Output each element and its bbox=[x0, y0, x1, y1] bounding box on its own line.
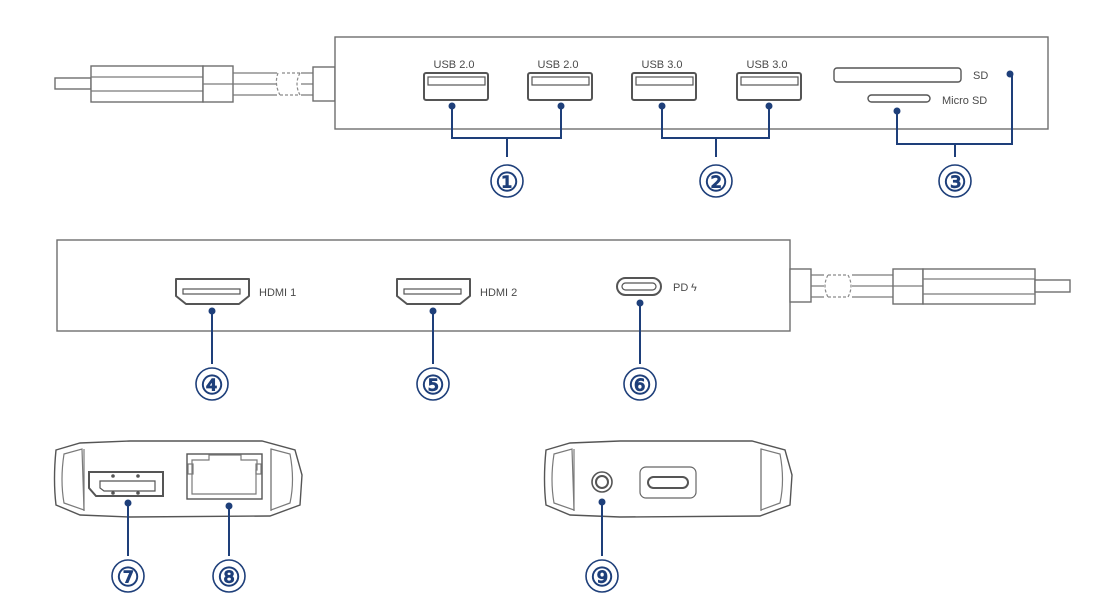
usb-c-pd-port: PD ϟ bbox=[616, 277, 697, 296]
usb-2-port-2: USB 2.0 bbox=[527, 59, 593, 101]
port-label: USB 3.0 bbox=[747, 59, 788, 71]
audio-jack-port bbox=[591, 471, 613, 493]
callout-4: ④ bbox=[195, 307, 229, 401]
usb-c-port bbox=[639, 466, 697, 499]
port-label: HDMI 1 bbox=[259, 287, 296, 299]
callout-label-4: ④ bbox=[200, 370, 223, 400]
usb-c-cable-top bbox=[54, 65, 336, 103]
callout-label-1: ① bbox=[495, 167, 518, 197]
end-view-left bbox=[53, 440, 303, 518]
callout-7: ⑦ bbox=[111, 499, 145, 593]
displayport-port bbox=[88, 471, 164, 497]
micro-sd-card-slot: Micro SD bbox=[867, 94, 987, 107]
usb-3-port-1: USB 3.0 bbox=[631, 59, 697, 101]
callout-5: ⑤ bbox=[416, 307, 450, 401]
cable-break-mark bbox=[275, 72, 301, 96]
port-label: USB 2.0 bbox=[538, 59, 579, 71]
callout-9: ⑨ bbox=[585, 498, 619, 593]
callout-8: ⑧ bbox=[212, 502, 246, 593]
port-label: HDMI 2 bbox=[480, 287, 517, 299]
ethernet-port bbox=[186, 453, 263, 500]
callout-label-3: ③ bbox=[943, 167, 966, 197]
port-label: USB 2.0 bbox=[434, 59, 475, 71]
cable-plug-body bbox=[922, 268, 1036, 305]
cable-plug-body bbox=[90, 65, 204, 103]
usb-3-port-2: USB 3.0 bbox=[736, 59, 802, 101]
callout-label-5: ⑤ bbox=[421, 370, 444, 400]
usb-2-port-1: USB 2.0 bbox=[423, 59, 489, 101]
callout-2: ② bbox=[658, 102, 773, 198]
callout-3: ③ bbox=[893, 70, 1014, 198]
end-view-right bbox=[543, 440, 793, 518]
callout-label-7: ⑦ bbox=[116, 562, 139, 592]
hdmi-port-2: HDMI 2 bbox=[396, 278, 517, 305]
port-label: Micro SD bbox=[942, 95, 987, 107]
lightning-icon: ϟ bbox=[691, 282, 697, 294]
port-label: SD bbox=[973, 70, 988, 82]
callout-number-1 bbox=[490, 164, 524, 198]
usb-c-cable-bottom bbox=[789, 268, 1071, 305]
cable-collar bbox=[312, 66, 336, 102]
callout-label-2: ② bbox=[704, 167, 727, 197]
cable-break-mark bbox=[824, 274, 852, 298]
callout-6: ⑥ bbox=[623, 299, 657, 401]
cable-collar bbox=[789, 268, 812, 303]
port-label: PD bbox=[673, 282, 688, 294]
cable-plug-tip bbox=[54, 77, 92, 90]
callout-1: ① bbox=[448, 102, 565, 198]
sd-card-slot: SD bbox=[833, 67, 988, 83]
port-label: USB 3.0 bbox=[642, 59, 683, 71]
callout-label-8: ⑧ bbox=[217, 562, 240, 592]
cable-plug-tip bbox=[1034, 279, 1071, 293]
hdmi-port-1: HDMI 1 bbox=[175, 278, 296, 305]
callout-label-9: ⑨ bbox=[590, 562, 613, 592]
callout-label-6: ⑥ bbox=[628, 370, 651, 400]
